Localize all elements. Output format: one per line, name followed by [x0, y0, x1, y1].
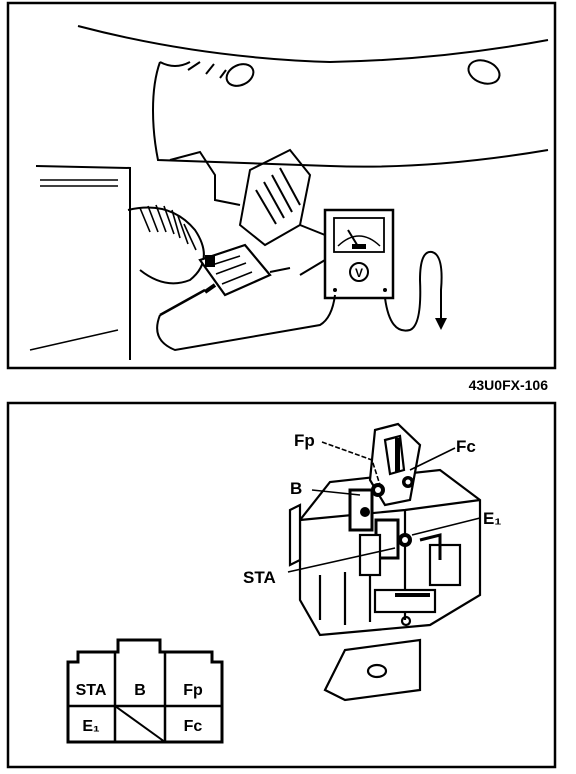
- figure-code: 43U0FX-106: [469, 377, 549, 393]
- pin-label-e1: E₁: [82, 718, 100, 735]
- pin-label-sta: STA: [76, 682, 107, 699]
- callout-b: B: [290, 479, 302, 498]
- callout-fc: Fc: [456, 437, 476, 456]
- bottom-panel: Fp Fc B E₁ STA STA B Fp E₁ Fc: [6, 401, 557, 769]
- callout-sta: STA: [243, 568, 276, 587]
- meter-symbol: V: [355, 266, 363, 280]
- voltmeter: V: [323, 208, 395, 300]
- connector-isometric: [288, 422, 482, 702]
- callout-fp: Fp: [294, 431, 315, 450]
- callout-e1: E₁: [483, 509, 501, 528]
- pin-label-fp: Fp: [183, 682, 203, 699]
- pin-label-b: B: [134, 682, 146, 699]
- connector-face-diagram: STA B Fp E₁ Fc: [66, 638, 224, 744]
- top-panel: V: [6, 1, 557, 370]
- pin-label-fc: Fc: [184, 718, 203, 735]
